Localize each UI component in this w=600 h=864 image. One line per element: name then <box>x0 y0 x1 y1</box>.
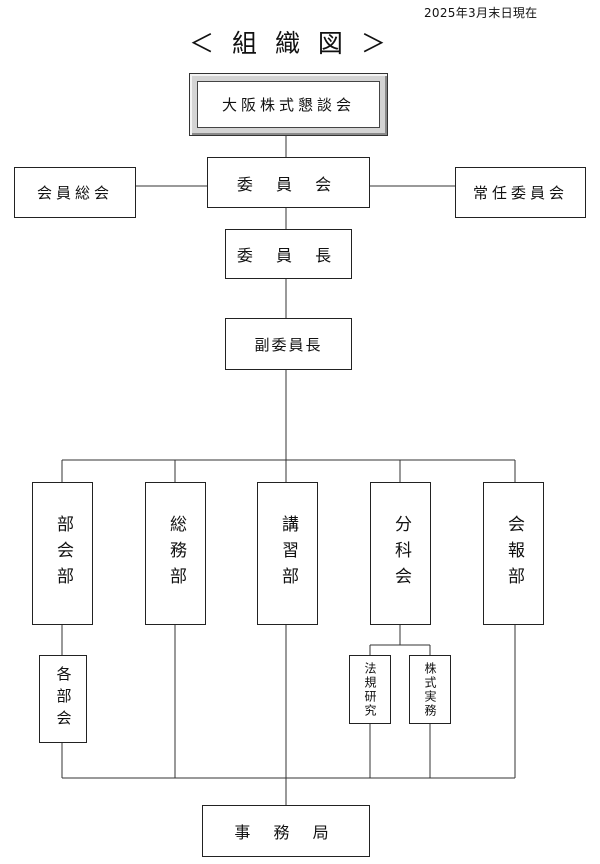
node-fuku: 副委員長 <box>225 318 352 370</box>
node-bunka-label: 分科会 <box>391 514 411 593</box>
node-kakubukai-label: 各部会 <box>54 666 73 732</box>
node-jonin: 常任委員会 <box>455 167 586 218</box>
node-bukaibu: 部会部 <box>32 482 93 625</box>
node-kaiho-label: 会報部 <box>504 514 524 593</box>
node-jimukyoku: 事 務 局 <box>202 805 370 857</box>
node-somu-label: 総務部 <box>166 514 186 593</box>
node-kaiin-sokai: 会員総会 <box>14 167 136 218</box>
node-iinkai-label: 委 員 会 <box>236 174 341 194</box>
node-koshu-label: 講習部 <box>278 514 298 593</box>
node-iincho: 委 員 長 <box>225 229 352 279</box>
node-bunka: 分科会 <box>370 482 431 625</box>
node-koshu: 講習部 <box>257 482 318 625</box>
node-iincho-label: 委 員 長 <box>236 246 341 265</box>
node-hoki: 法規研究 <box>349 655 391 724</box>
node-kabushiki-label: 株式実務 <box>423 661 437 718</box>
node-kabushiki: 株式実務 <box>409 655 451 724</box>
node-hoki-label: 法規研究 <box>363 661 377 718</box>
node-jonin-label: 常任委員会 <box>472 184 568 202</box>
node-somu: 総務部 <box>145 482 206 625</box>
node-iinkai: 委 員 会 <box>207 157 370 208</box>
node-bukaibu-label: 部会部 <box>53 514 73 593</box>
node-osaka: 大阪株式懇談会 <box>189 73 388 136</box>
date-label: 2025年3月末日現在 <box>424 6 538 20</box>
node-kakubukai: 各部会 <box>39 655 87 743</box>
chart-title: ＜ 組 織 図 ＞ <box>189 29 391 58</box>
node-osaka-label: 大阪株式懇談会 <box>221 96 355 114</box>
node-kaiin-sokai-label: 会員総会 <box>36 184 113 202</box>
node-jimukyoku-label: 事 務 局 <box>234 823 338 842</box>
node-kaiho: 会報部 <box>483 482 544 625</box>
node-fuku-label: 副委員長 <box>254 335 323 354</box>
